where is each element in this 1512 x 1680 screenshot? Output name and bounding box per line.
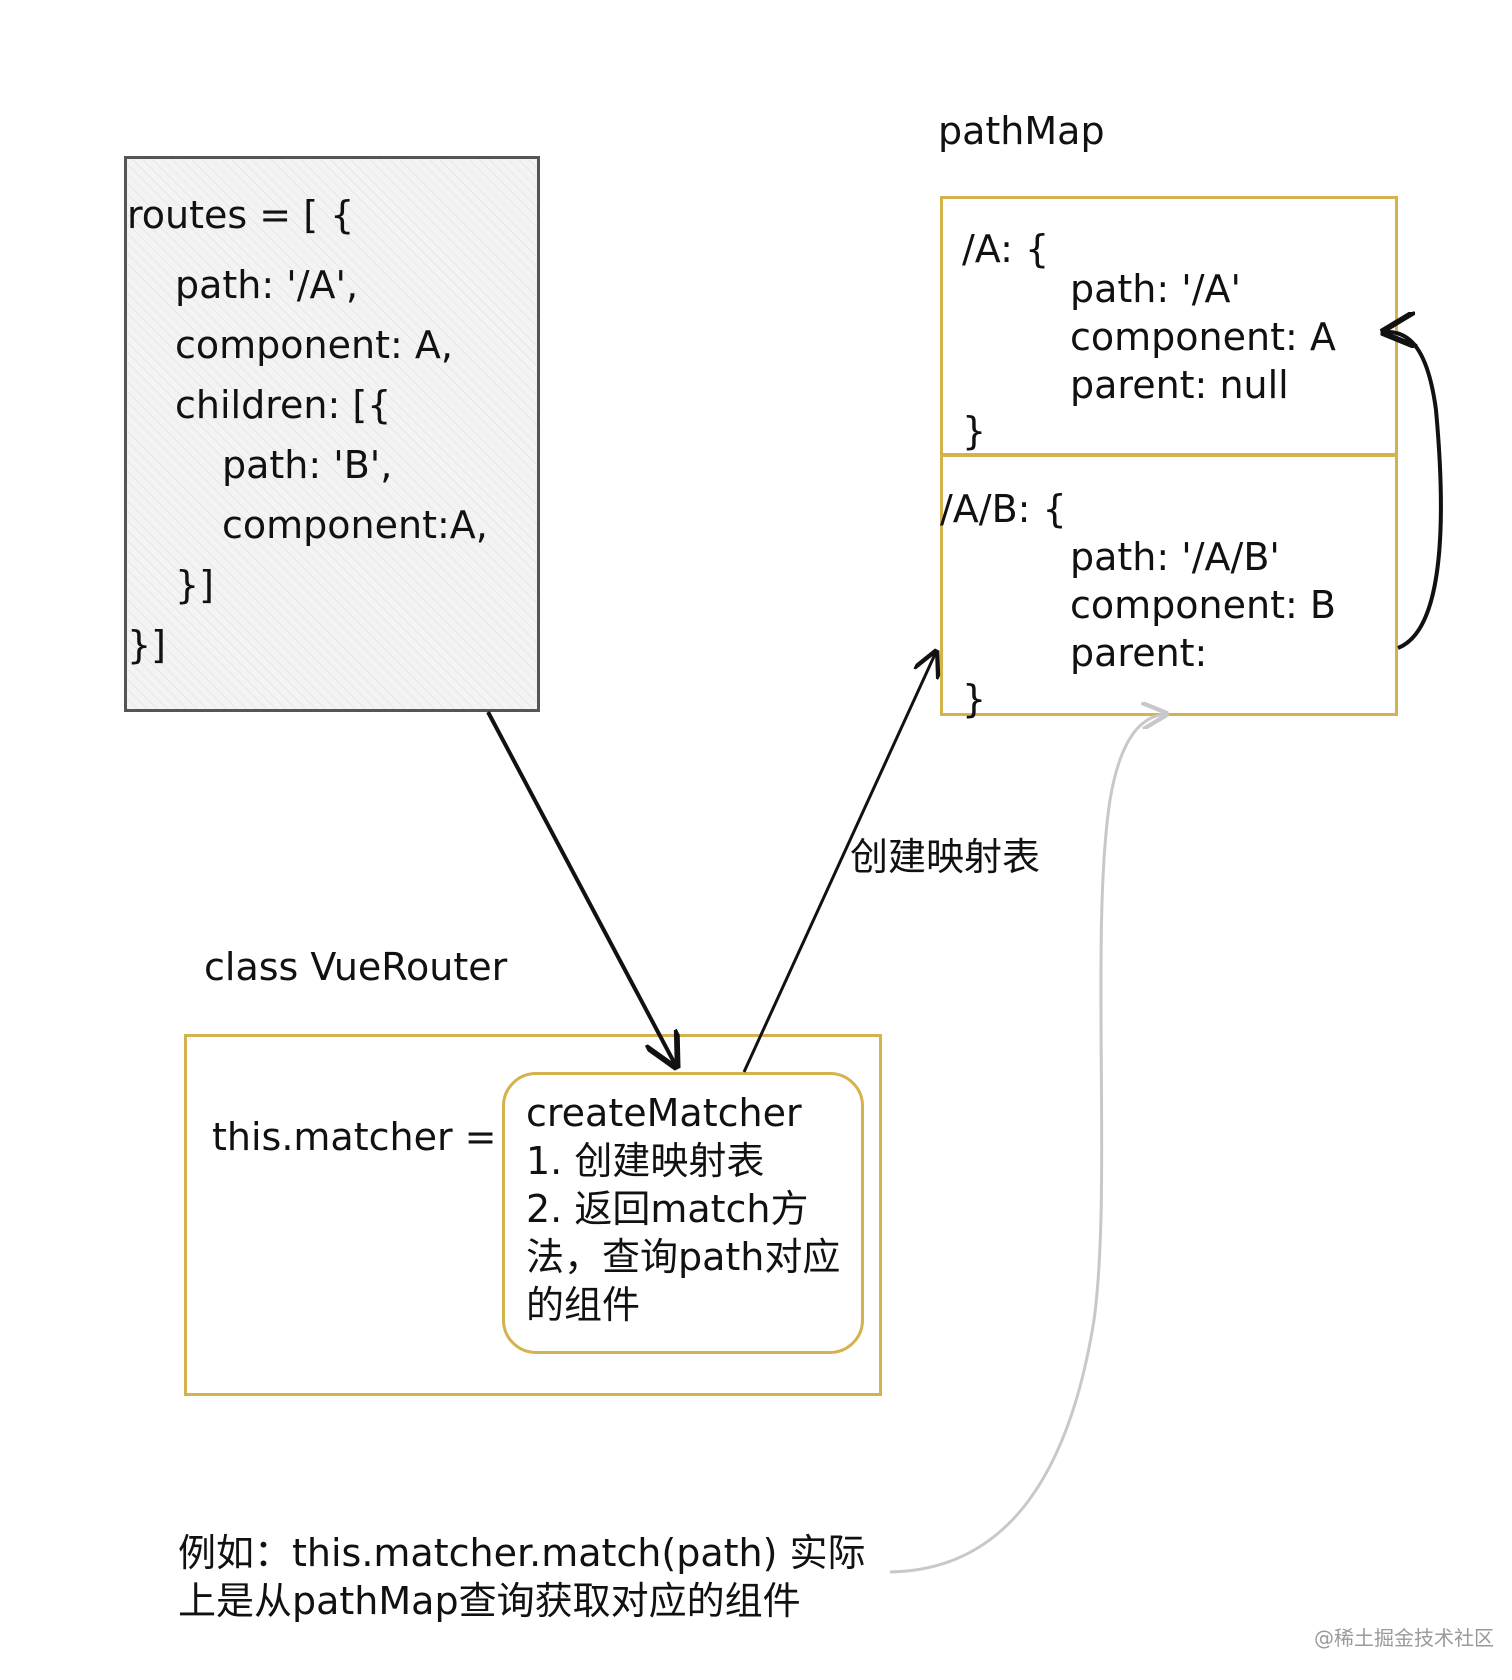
pathmap-a-close: } xyxy=(962,409,987,453)
pathmap-a-path: path: '/A' xyxy=(1070,267,1241,311)
routes-line-7: }] xyxy=(175,563,215,607)
pathmap-a-key: /A: { xyxy=(962,227,1050,271)
pathmap-ab-key: /A/B: { xyxy=(940,487,1067,531)
pathmap-ab-close: } xyxy=(962,677,987,721)
creatematcher-box xyxy=(502,1072,864,1354)
creatematcher-line-1: 1. 创建映射表 xyxy=(526,1139,765,1183)
routes-line-5: path: 'B', xyxy=(222,443,393,487)
routes-line-4: children: [{ xyxy=(175,383,392,427)
pathmap-ab-path: path: '/A/B' xyxy=(1070,535,1280,579)
pathmap-ab-parent: parent: xyxy=(1070,631,1208,675)
pathmap-entry-a xyxy=(940,196,1398,456)
routes-line-8: }] xyxy=(127,623,167,667)
pathmap-a-parent: parent: null xyxy=(1070,363,1289,407)
creatematcher-title: createMatcher xyxy=(526,1091,802,1135)
vuerouter-title: class VueRouter xyxy=(204,945,508,989)
pathmap-a-component: component: A xyxy=(1070,315,1336,359)
creatematcher-line-3: 法，查询path对应 xyxy=(526,1235,841,1279)
pathmap-title: pathMap xyxy=(938,109,1105,153)
note-line-1: 例如：this.matcher.match(path) 实际 xyxy=(178,1531,866,1575)
watermark: @稀土掘金技术社区 xyxy=(1314,1626,1494,1650)
pathmap-entry-ab xyxy=(940,454,1398,716)
matcher-label: this.matcher = xyxy=(212,1115,497,1159)
pathmap-ab-component: component: B xyxy=(1070,583,1336,627)
routes-line-3: component: A, xyxy=(175,323,453,367)
routes-line-6: component:A, xyxy=(222,503,488,547)
arrow-label-create-map: 创建映射表 xyxy=(850,835,1041,879)
routes-line-2: path: '/A', xyxy=(175,263,359,307)
arrow-routes-to-creatematcher xyxy=(486,711,676,1066)
creatematcher-line-2: 2. 返回match方 xyxy=(526,1187,809,1231)
note-line-2: 上是从pathMap查询获取对应的组件 xyxy=(178,1579,801,1623)
routes-box xyxy=(124,156,540,712)
routes-line-1: routes = [ { xyxy=(127,193,355,237)
creatematcher-line-4: 的组件 xyxy=(526,1283,641,1327)
